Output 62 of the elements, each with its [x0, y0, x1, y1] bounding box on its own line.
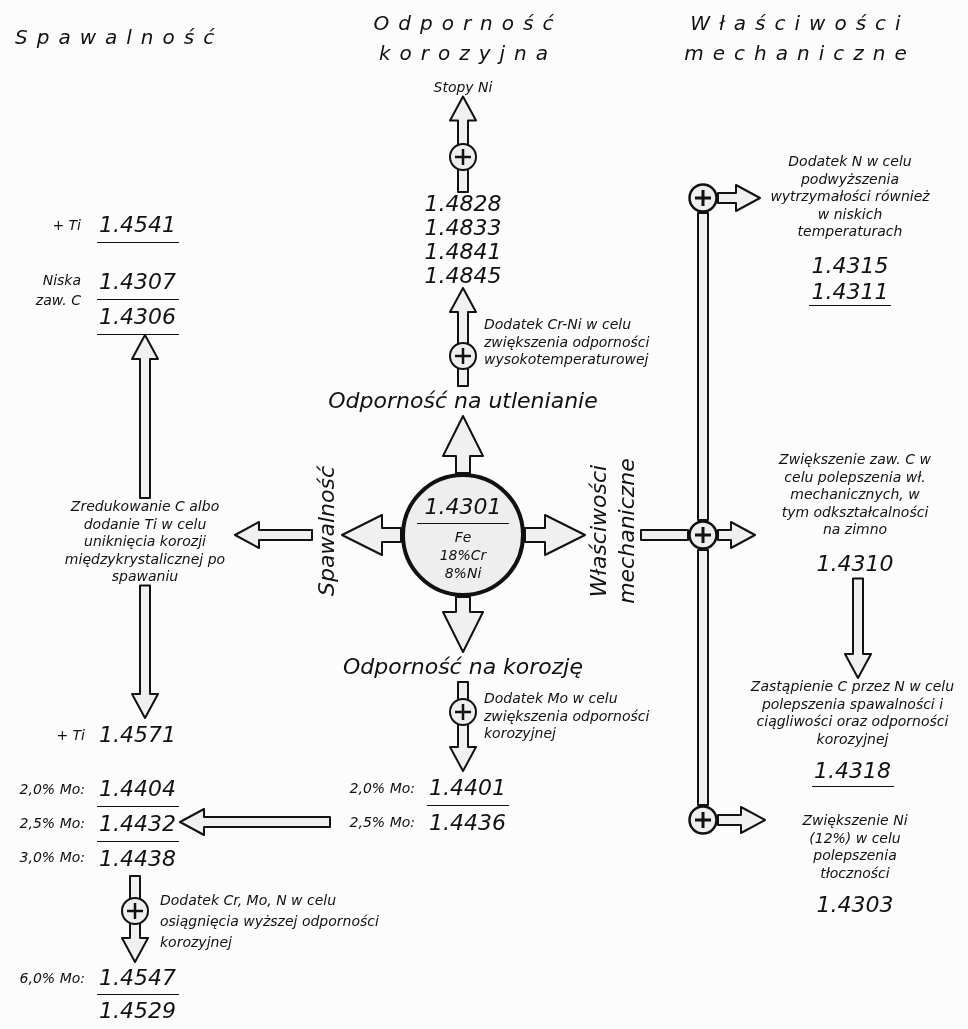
grade-number: 1.4401: [426, 771, 509, 806]
column-heading: Właściwości mechaniczne: [683, 10, 917, 67]
block-arrow: [131, 334, 159, 499]
grade-number: 1.4307: [96, 265, 179, 300]
grade-number: 1.4315: [810, 252, 890, 279]
plus-junction: [688, 183, 718, 213]
composition-note: 3,0% Mo:: [18, 848, 85, 867]
composition-note: 6,0% Mo:: [18, 969, 85, 988]
block-arrow: [717, 806, 766, 834]
grade-number: 1.4404: [96, 772, 179, 807]
composition-note: + Ti: [55, 726, 85, 745]
grade-number: 1.4306: [96, 300, 179, 335]
property-label: Właściwości mechaniczne: [585, 456, 641, 606]
grade-number: 1.4318: [811, 756, 894, 787]
connector-bar: [640, 529, 689, 541]
block-arrow: [341, 514, 402, 556]
grade-number: 1.4310: [815, 549, 895, 578]
note-text: Zredukowanie C albo dodanie Ti w celu uniknięcia korozji międzykrystalicznej po spawaniu: [55, 498, 235, 586]
grade-number: 1.4841: [423, 240, 503, 264]
block-arrow: [179, 808, 331, 836]
connector-bar: [697, 212, 709, 521]
composition-note: Niska zaw. C: [34, 271, 81, 310]
grade-number: 1.4436: [428, 809, 507, 837]
grade-number: 1.4303: [815, 891, 895, 919]
composition-note: 2,0% Mo:: [348, 779, 415, 798]
composition-text: Fe 18%Cr 8%Ni: [438, 528, 488, 582]
grade-number: 1.4833: [423, 216, 503, 240]
block-arrow: [234, 521, 313, 549]
connector-bar: [697, 549, 709, 806]
grade-number: 1.4547: [96, 962, 179, 995]
block-arrow: [524, 514, 586, 556]
block-arrow: [717, 184, 761, 212]
grade-number: 1.4541: [96, 208, 179, 243]
grade-number: 1.4301: [417, 491, 509, 524]
property-label: Odporność na korozję: [303, 652, 623, 682]
grade-number: 1.4311: [809, 278, 891, 306]
composition-note: 2,5% Mo:: [18, 814, 85, 833]
plus-junction: [688, 805, 718, 835]
column-heading: Spawalność: [15, 24, 225, 51]
plus-junction: [688, 520, 718, 550]
grade-number: 1.4571: [98, 721, 177, 749]
grade-number: 1.4529: [98, 997, 177, 1025]
grade-number: 1.4845: [423, 264, 503, 288]
grade-number: 1.4438: [98, 845, 177, 873]
note-text: Stopy Ni: [403, 79, 523, 97]
block-arrow: [717, 521, 756, 549]
block-arrow: [442, 415, 484, 474]
column-heading: Odporność korozyjna: [372, 10, 564, 67]
note-text: Zastąpienie C przez N w celu polepszenia spawalności i ciągliwości oraz odporności korozyjnej: [749, 678, 956, 748]
block-arrow: [442, 596, 484, 653]
note-text: Dodatek N w celu podwyższenia wytrzymałości również w niskich temperaturach: [769, 153, 931, 241]
grade-number: 1.4828: [423, 192, 503, 216]
block-arrow: [844, 577, 872, 679]
block-arrow: [131, 584, 159, 719]
composition-note: + Ti: [51, 216, 81, 235]
composition-note: 2,5% Mo:: [348, 813, 415, 832]
grade-number: 1.4432: [96, 807, 179, 842]
property-label: Spawalność: [312, 466, 342, 596]
composition-note: 2,0% Mo:: [18, 780, 85, 799]
property-label: Odporność na utlenianie: [303, 386, 623, 416]
note-text: Zwiększenie zaw. C w celu polepszenia wł. mechanicznych, w tym odkształcalności na zimno: [777, 451, 932, 539]
note-text: Zwiększenie Ni (12%) w celu polepszenia tłoczności: [801, 812, 909, 882]
